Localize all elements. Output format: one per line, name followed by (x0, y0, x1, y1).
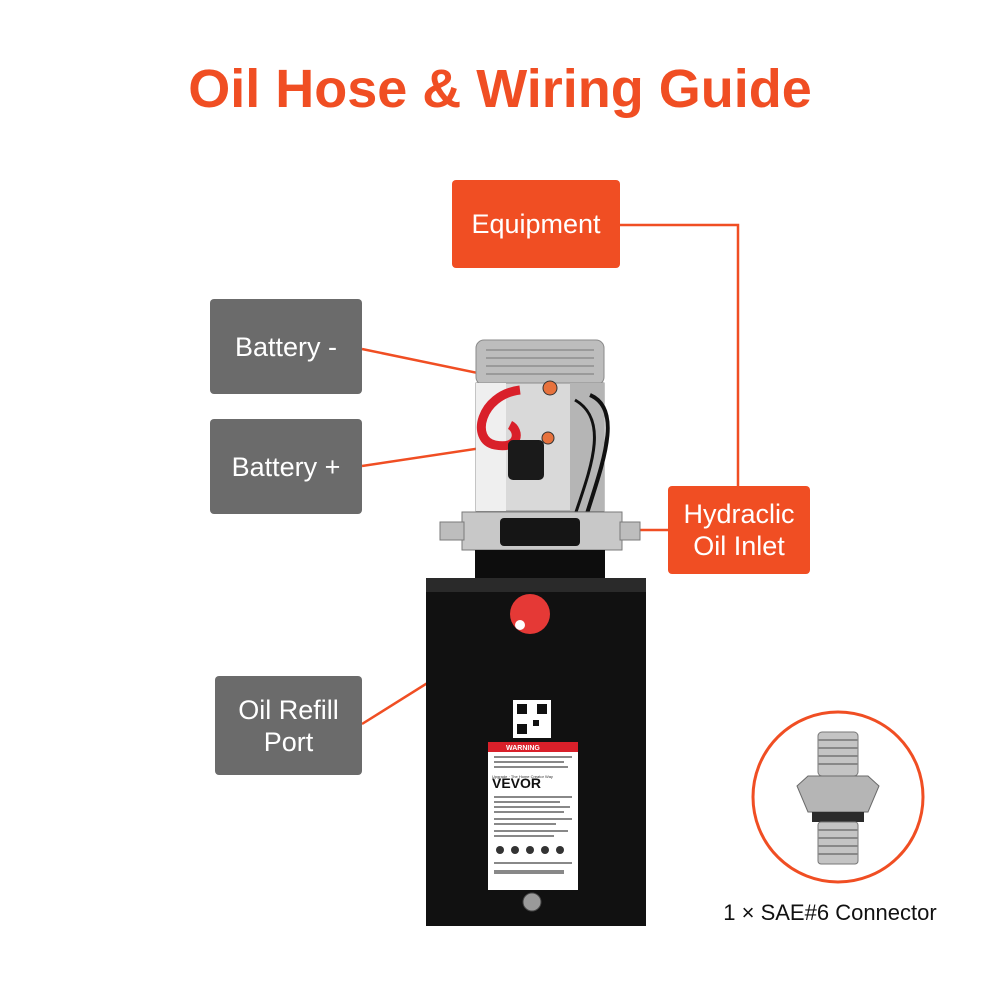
sticker-tagline: Upgrade · The Home Creator Way (492, 774, 553, 779)
page-title: Oil Hose & Wiring Guide (188, 59, 812, 119)
sae6-connector-icon (796, 731, 880, 865)
equipment-label: Equipment (452, 180, 620, 268)
negative-terminal (542, 380, 558, 396)
sticker-warning: WARNING (506, 745, 540, 752)
power-switch (522, 892, 542, 912)
connector-caption: 1 × SAE#6 Connector (723, 900, 937, 925)
oil-refill-label: Oil Refill Port (215, 676, 362, 775)
red-cable (476, 385, 521, 451)
positive-terminal (541, 431, 555, 445)
solenoid (508, 440, 544, 480)
hydraulic-inlet-label: Hydraclic Oil Inlet (668, 486, 810, 574)
sticker-brand: VEVOR (492, 775, 541, 791)
battery-negative-label: Battery - (210, 299, 362, 394)
battery-positive-label: Battery + (210, 419, 362, 514)
